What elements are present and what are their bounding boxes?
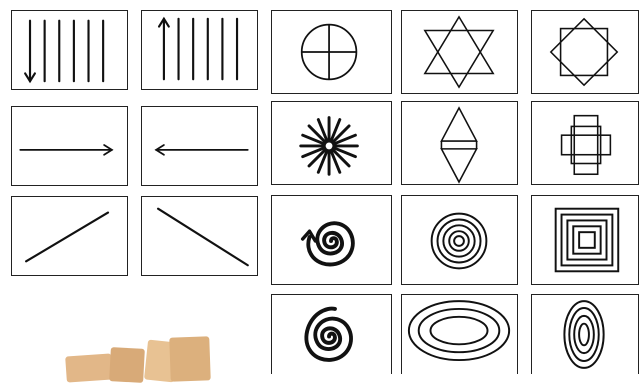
tape-piece — [65, 353, 113, 382]
card-concentric-squares — [531, 195, 639, 285]
card-diagonal-falling — [141, 196, 258, 276]
vertical-lines-down-arrow-icon — [12, 11, 127, 89]
overlapping-squares-octagram-icon — [532, 11, 638, 93]
card-vertical-lines-up — [141, 10, 258, 90]
double-triangle-diamond-icon — [402, 102, 517, 184]
concentric-squares-icon — [532, 196, 638, 284]
card-horizontal-ellipses — [401, 294, 518, 374]
card-arrow-left — [141, 106, 258, 186]
diagonal-line-rising-icon — [12, 197, 127, 275]
card-hexagram — [401, 10, 518, 94]
pattern-card-grid — [0, 0, 642, 374]
cross-of-squares-icon — [532, 102, 638, 184]
card-arrow-right — [11, 106, 128, 186]
card-spiral-arrow — [271, 195, 392, 285]
spiral-with-arrow-icon — [272, 196, 391, 284]
spiral-icon — [272, 295, 391, 374]
radiating-star-burst-icon — [272, 102, 391, 184]
tape-strips-icon — [66, 335, 216, 374]
card-spiral — [271, 294, 392, 374]
card-octagram — [531, 10, 639, 94]
card-concentric-circles — [401, 195, 518, 285]
diagonal-line-falling-icon — [142, 197, 257, 275]
vertical-lines-up-arrow-icon — [142, 11, 257, 89]
tape-piece — [169, 336, 211, 381]
arrow-right-icon — [12, 107, 127, 185]
card-diagonal-rising — [11, 196, 128, 276]
card-vertical-ellipses — [531, 294, 639, 374]
card-double-triangle — [401, 101, 518, 185]
circle-with-cross-icon — [272, 11, 391, 93]
concentric-vertical-ellipses-icon — [532, 295, 638, 374]
card-star-burst — [271, 101, 392, 185]
card-vertical-lines-down — [11, 10, 128, 90]
concentric-horizontal-ellipses-icon — [402, 295, 517, 374]
concentric-circles-icon — [402, 196, 517, 284]
card-square-cross — [531, 101, 639, 185]
card-circle-cross — [271, 10, 392, 94]
hexagram-star-icon — [402, 11, 517, 93]
arrow-left-icon — [142, 107, 257, 185]
tape-piece — [109, 347, 145, 383]
